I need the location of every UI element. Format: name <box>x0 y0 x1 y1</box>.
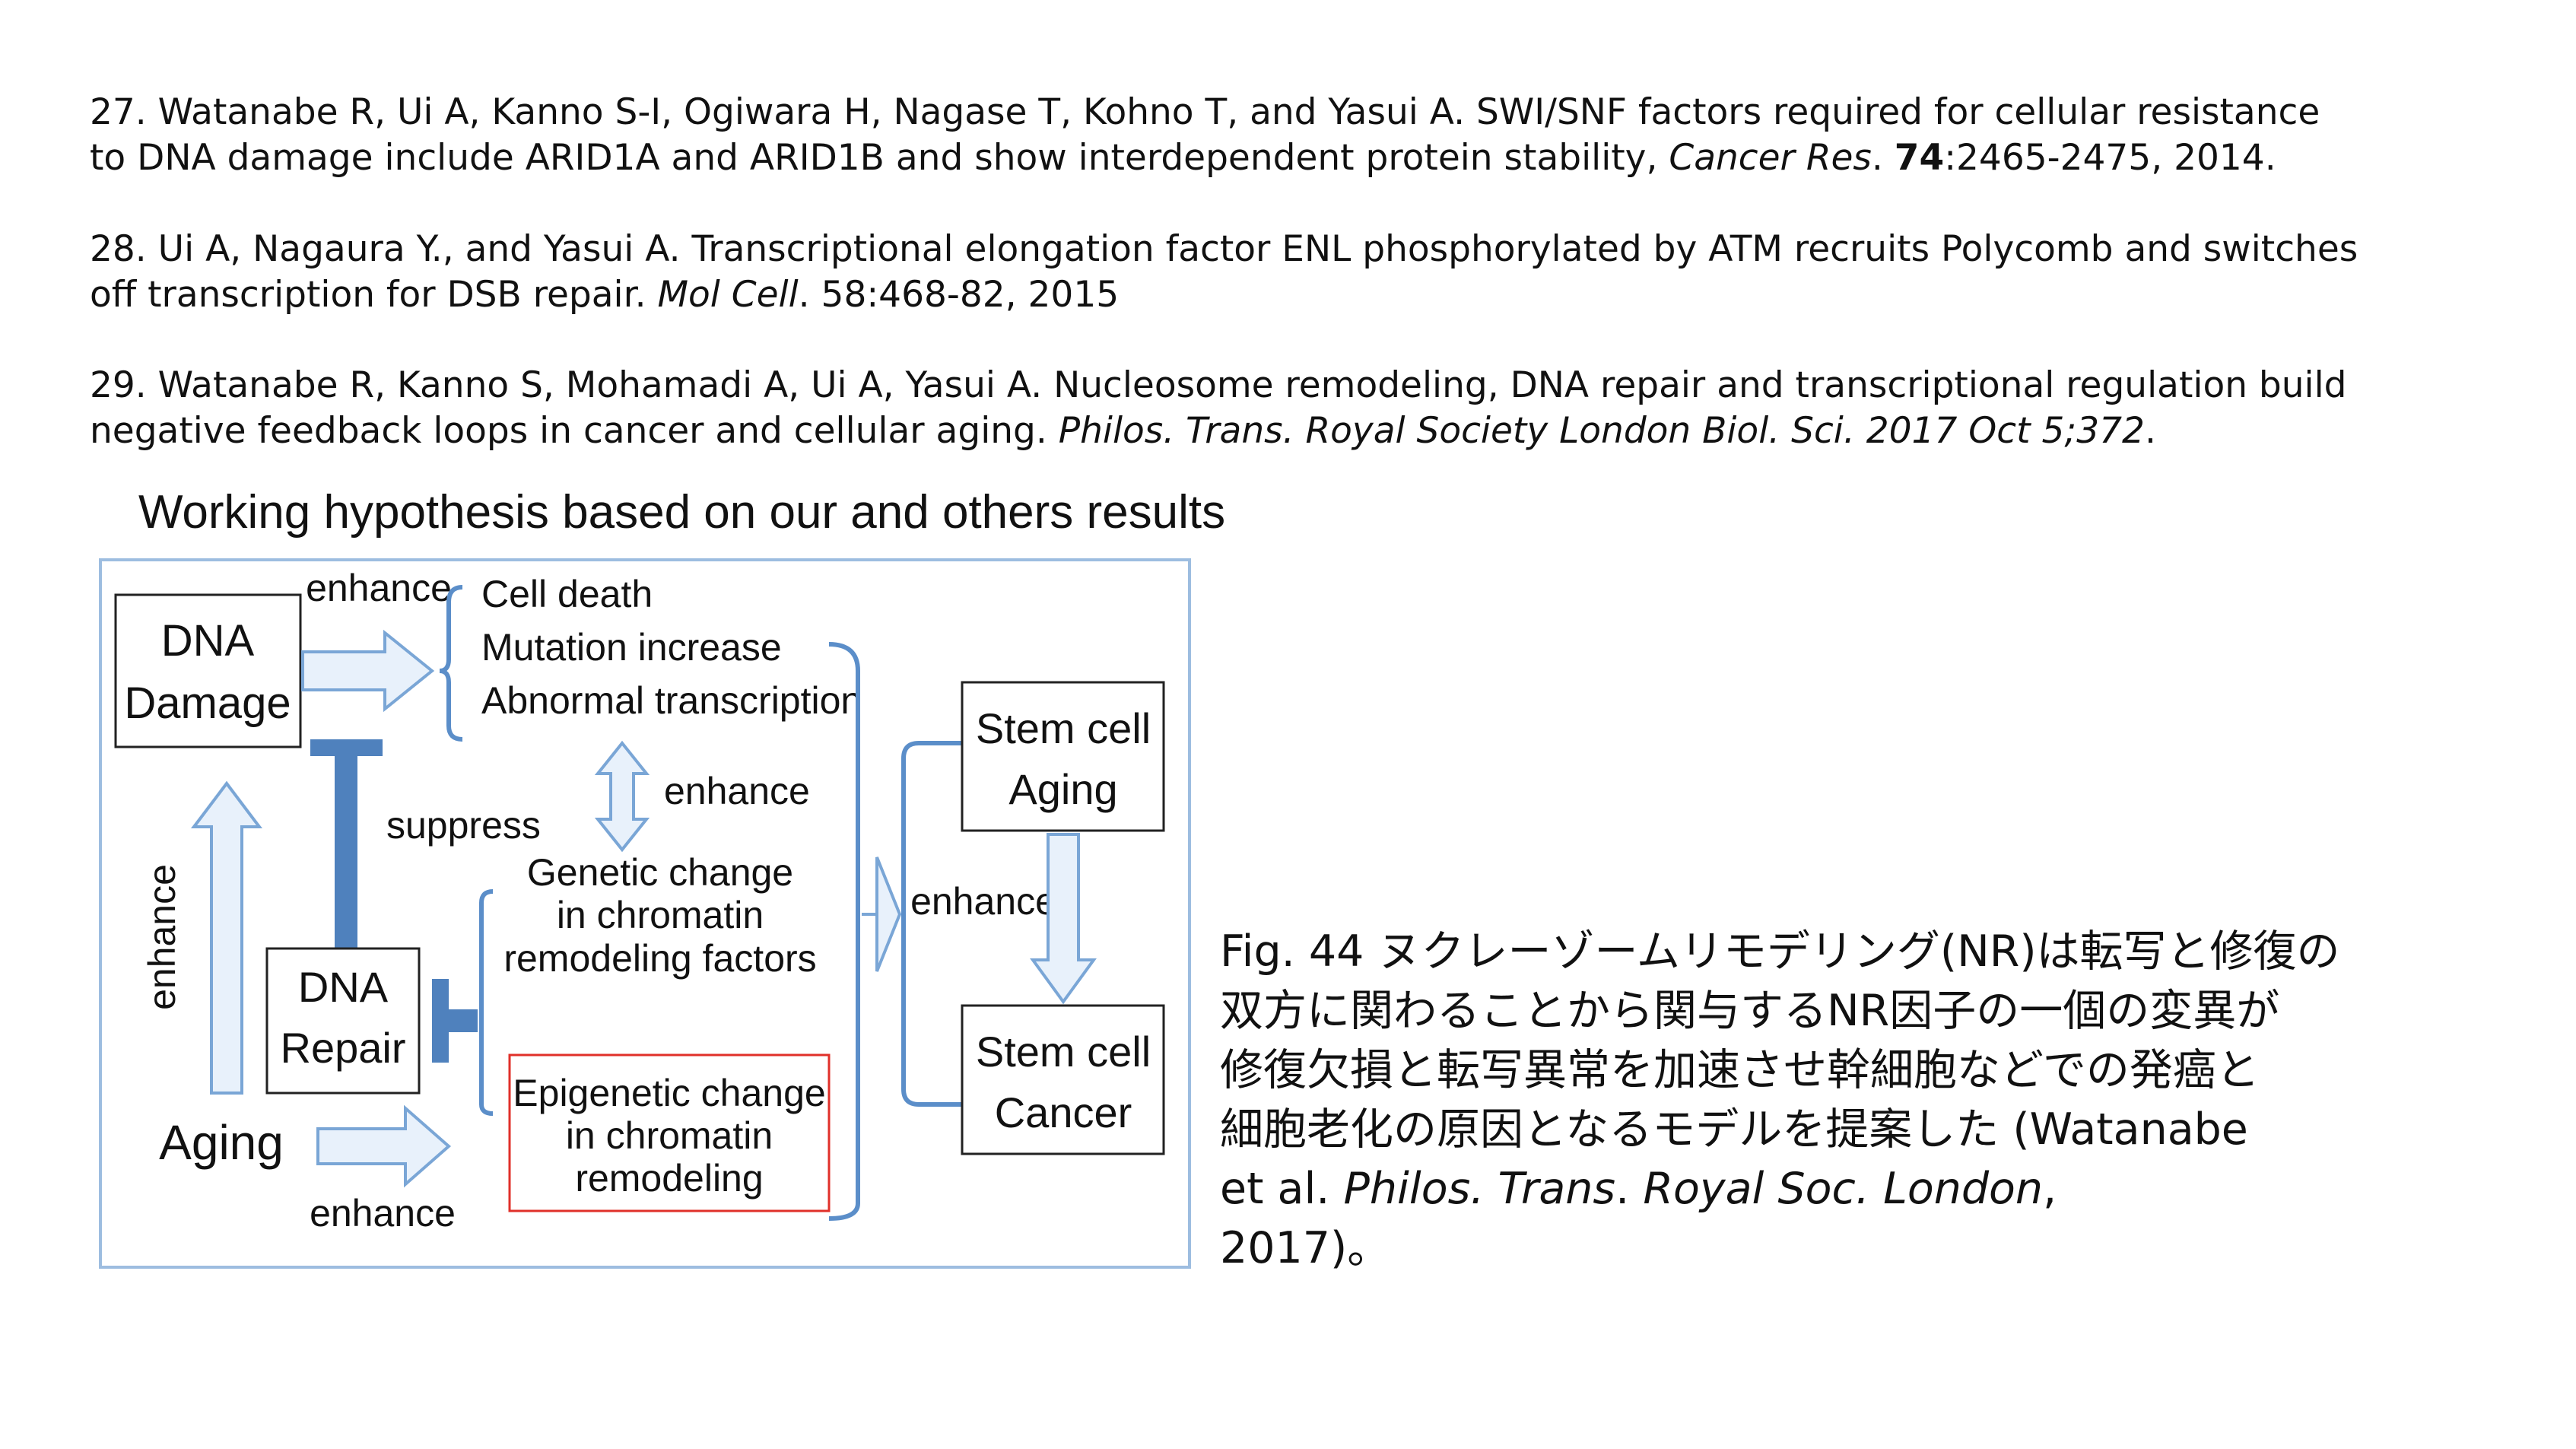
stem-cell-cancer-2: Cancer <box>995 1088 1132 1136</box>
outcomes-bracket <box>439 585 463 742</box>
enhance-arrow-aging <box>316 1104 452 1188</box>
caption-line-4: 細胞老化の原因となるモデルを提案した (Watanabe <box>1220 1104 2248 1155</box>
dna-repair-box: DNA Repair <box>265 947 421 1095</box>
stem-cell-aging-1: Stem cell <box>976 704 1151 752</box>
journal-name: Philos. Trans. Royal Society London Biol… <box>1058 410 2145 452</box>
aging-label: Aging <box>159 1115 284 1170</box>
stem-cell-aging-box: Stem cell Aging <box>961 681 1165 832</box>
suppress-label: suppress <box>386 804 541 847</box>
caption-line-2: 双方に関わることから関与するNR因子の一個の変異が <box>1220 986 2280 1036</box>
inhibit-repair-stem <box>447 1009 478 1032</box>
enhance-arrow-down <box>1030 833 1097 1005</box>
reference-28: 28. Ui A, Nagaura Y., and Yasui A. Trans… <box>90 227 2508 318</box>
epigenetic-change-box: Epigenetic change in chromatin remodelin… <box>508 1053 831 1212</box>
outcome-abnormal-transcription: Abnormal transcription <box>481 679 862 722</box>
dna-repair-label-2: Repair <box>281 1024 406 1072</box>
journal-name: Mol Cell <box>657 274 799 316</box>
genetic-change-2: in chromatin <box>557 894 764 936</box>
epigenetic-change-1: Epigenetic change <box>513 1072 825 1114</box>
enhance-arrow-left <box>190 780 263 1095</box>
dna-damage-label-2: Damage <box>124 678 291 728</box>
working-hypothesis-diagram: DNA Damage enhance Cell death Mutation i… <box>99 558 1191 1269</box>
genetic-change-1: Genetic change <box>527 851 793 894</box>
outcome-cell-death: Cell death <box>481 573 653 615</box>
caption-line-5: et al. Philos. Trans. Royal Soc. London, <box>1220 1164 2057 1214</box>
journal-volume: 74 <box>1894 137 1945 179</box>
reference-29-line2: negative feedback loops in cancer and ce… <box>90 410 2156 452</box>
suppress-inhibitor-stem <box>335 751 357 949</box>
genetic-bracket <box>479 889 494 1116</box>
diagram-title: Working hypothesis based on our and othe… <box>138 486 1226 539</box>
dna-damage-box: DNA Damage <box>114 593 302 748</box>
reference-27: 27. Watanabe R, Ui A, Kanno S-I, Ogiwara… <box>90 90 2508 181</box>
figure-caption: Fig. 44 ヌクレーゾームリモデリング(NR)は転写と修復の 双方に関わるこ… <box>1220 922 2361 1278</box>
caption-line-3: 修復欠損と転写異常を加速させ幹細胞などでの発癌と <box>1220 1045 2260 1095</box>
journal-name: Cancer Res <box>1669 137 1872 179</box>
enhance-label-vertical: enhance <box>141 864 183 1010</box>
reference-27-line2: to DNA damage include ARID1A and ARID1B … <box>90 137 2276 179</box>
enhance-arrow-right <box>862 856 902 972</box>
right-group-bracket <box>828 642 860 1221</box>
suppress-inhibitor-bar <box>310 739 383 756</box>
enhance-double-arrow <box>594 740 650 853</box>
stem-cell-bracket <box>901 741 962 1107</box>
inhibit-repair-bar <box>432 979 449 1063</box>
stem-cell-cancer-1: Stem cell <box>976 1028 1151 1076</box>
dna-damage-label-1: DNA <box>161 616 255 666</box>
enhance-label-bottom: enhance <box>310 1192 456 1235</box>
enhance-label-middle: enhance <box>664 770 810 812</box>
stem-cell-aging-2: Aging <box>1008 765 1117 813</box>
caption-line-6: 2017)。 <box>1220 1223 1391 1273</box>
diagram-frame <box>99 558 1191 1269</box>
reference-28-line2: off transcription for DSB repair. Mol Ce… <box>90 274 1120 316</box>
caption-line-1: Fig. 44 ヌクレーゾームリモデリング(NR)は転写と修復の <box>1220 926 2340 977</box>
reference-28-line1: 28. Ui A, Nagaura Y., and Yasui A. Trans… <box>90 228 2358 270</box>
epigenetic-change-3: remodeling <box>575 1157 763 1200</box>
enhance-arrow-damage <box>301 629 435 713</box>
reference-29-line1: 29. Watanabe R, Kanno S, Mohamadi A, Ui … <box>90 364 2347 406</box>
enhance-label-top: enhance <box>306 567 452 609</box>
dna-repair-label-1: DNA <box>298 963 389 1011</box>
stem-cell-cancer-box: Stem cell Cancer <box>961 1004 1165 1155</box>
genetic-change-3: remodeling factors <box>503 937 816 980</box>
enhance-label-right: enhance <box>910 880 1056 923</box>
reference-27-line1: 27. Watanabe R, Ui A, Kanno S-I, Ogiwara… <box>90 91 2320 133</box>
epigenetic-change-2: in chromatin <box>566 1114 773 1157</box>
outcome-mutation-increase: Mutation increase <box>481 626 782 669</box>
reference-29: 29. Watanabe R, Kanno S, Mohamadi A, Ui … <box>90 363 2508 454</box>
